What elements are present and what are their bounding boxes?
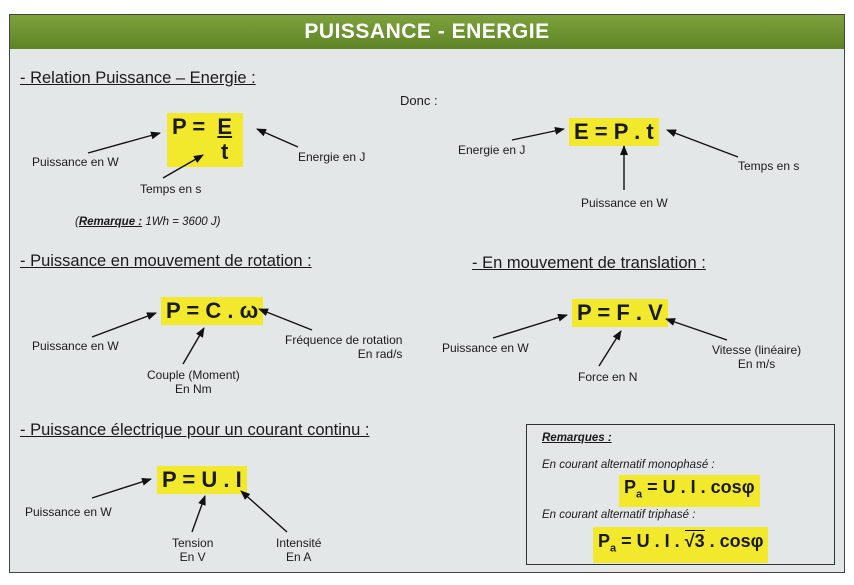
label-puissance-w: Puissance en W [32, 155, 119, 169]
formula-left: P = [172, 114, 212, 139]
fraction-denominator: t [221, 139, 229, 164]
mono-formula-text: = U . I . cosφ [647, 477, 755, 497]
label-frequence: Fréquence de rotation En rad/s [285, 333, 402, 361]
pa-subscript-tri: a [610, 542, 617, 555]
formula-pa-tri: Pa = U . I . √3 . cosφ [593, 527, 769, 563]
label-electrique-puissance: Puissance en W [25, 505, 112, 519]
formula-pa-mono: Pa = U . I . cosφ [619, 475, 760, 507]
remarque-label: Remarque : [78, 216, 143, 228]
label-vitesse-line1: Vitesse (linéaire) [712, 343, 802, 357]
remarks-title: Remarques : [542, 432, 612, 444]
section-heading-relation: - Relation Puissance – Energie : [20, 69, 256, 87]
label-tension: Tension En V [172, 536, 213, 564]
remarque-open: ( [75, 216, 79, 228]
formula-p-equals-e-over-t: P = E t [167, 113, 244, 167]
label-donc-puissance: Puissance en W [581, 196, 668, 210]
formula-p-equals-f-v: P = F . V [572, 299, 668, 327]
tri-formula-b: . cosφ [704, 531, 764, 551]
label-frequence-line1: Fréquence de rotation [285, 333, 403, 347]
label-temps-s: Temps en s [140, 182, 202, 196]
sqrt-three: √3 [684, 530, 705, 551]
label-vitesse-line2: En m/s [737, 357, 776, 371]
label-couple: Couple (Moment) En Nm [147, 368, 240, 396]
label-couple-line1: Couple (Moment) [147, 368, 240, 382]
label-intensite-line1: Intensité [276, 536, 322, 550]
label-tension-line2: En V [179, 550, 206, 564]
pa-letter-tri: P [598, 531, 611, 551]
label-translation-puissance: Puissance en W [442, 341, 529, 355]
page-title: PUISSANCE - ENERGIE [10, 15, 844, 49]
remarque-text: 1Wh = 3600 J) [142, 216, 221, 228]
label-force: Force en N [578, 370, 638, 384]
formula-p-equals-u-i: P = U . I [157, 466, 247, 494]
remarks-mono-label: En courant alternatif monophasé : [542, 459, 715, 471]
label-energie-j: Energie en J [298, 150, 366, 164]
pa-subscript: a [636, 488, 643, 501]
remarks-tri-label: En courant alternatif triphasé : [542, 509, 696, 521]
remarque-wh: (Remarque : 1Wh = 3600 J) [75, 215, 220, 229]
label-rotation-puissance: Puissance en W [32, 339, 119, 353]
section-heading-rotation: - Puissance en mouvement de rotation : [20, 252, 312, 270]
label-intensite: Intensité En A [276, 536, 321, 564]
section-heading-electrique: - Puissance électrique pour un courant c… [20, 421, 370, 439]
formula-e-equals-p-t: E = P . t [569, 118, 659, 146]
tri-formula-a: = U . I . [621, 531, 685, 551]
label-couple-line2: En Nm [175, 382, 212, 396]
label-donc-temps: Temps en s [738, 159, 800, 173]
fraction-numerator: E [217, 114, 233, 139]
label-tension-line1: Tension [172, 536, 214, 550]
pa-letter: P [624, 477, 637, 497]
formula-p-equals-c-omega: P = C . ω [161, 297, 264, 325]
section-heading-translation: - En mouvement de translation : [472, 254, 706, 272]
label-frequence-line2: En rad/s [357, 347, 403, 361]
remarks-box: Remarques : En courant alternatif monoph… [526, 424, 835, 565]
label-donc-energie: Energie en J [458, 143, 526, 157]
label-intensite-line2: En A [286, 550, 312, 564]
label-vitesse: Vitesse (linéaire) En m/s [712, 343, 801, 371]
donc-label: Donc : [400, 93, 438, 108]
